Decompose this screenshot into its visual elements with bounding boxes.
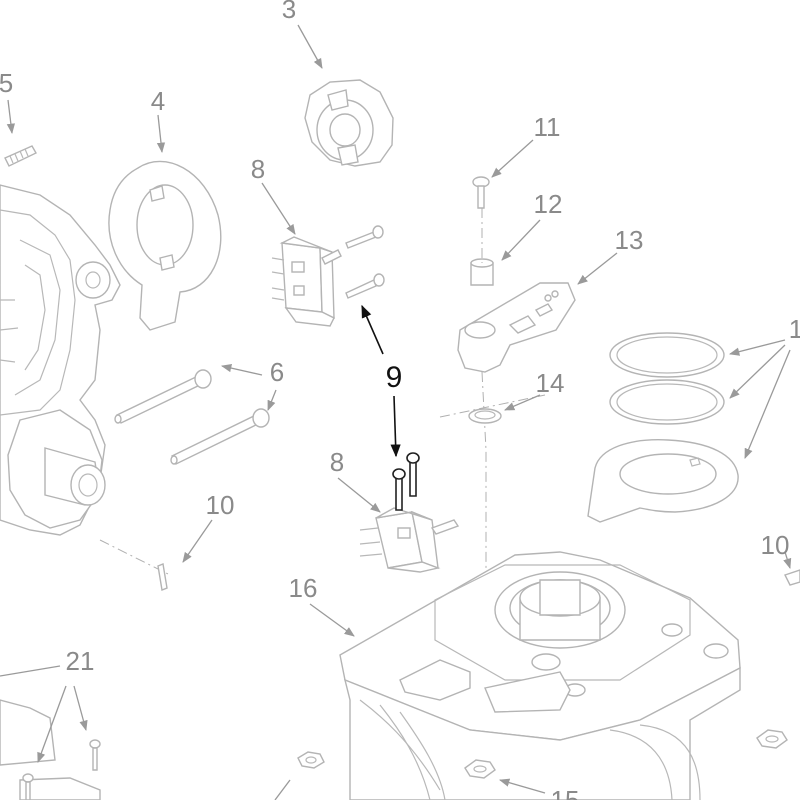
- gearbox-base-16: [339, 551, 741, 800]
- bracket-21: [0, 699, 101, 800]
- callout-12: 12: [534, 189, 563, 219]
- leader-6a: [220, 363, 263, 376]
- leader-15: [499, 778, 546, 794]
- callout-1: 1: [789, 314, 800, 344]
- callout-11: 11: [534, 112, 561, 142]
- leader-6b: [267, 389, 277, 411]
- o-ring-1b: [609, 379, 725, 425]
- long-bolt-6b: [170, 408, 270, 465]
- leader-21a: [0, 665, 61, 677]
- leader-4: [156, 114, 166, 154]
- leader-10-right: [783, 551, 792, 569]
- callout-15: 15: [551, 785, 580, 800]
- flange-plate-1c: [587, 439, 739, 523]
- callout-5: 5: [0, 68, 13, 98]
- dowel-pin-10-right: [784, 569, 800, 586]
- leader-21c: [73, 685, 88, 732]
- leader-9-down: [390, 395, 401, 458]
- hex-nut-left: [297, 751, 325, 769]
- long-bolt-6a: [114, 369, 212, 424]
- leader-12: [501, 219, 541, 261]
- hex-nut-center: [464, 759, 496, 779]
- leader-13: [577, 252, 618, 285]
- callout-10-left: 10: [206, 490, 235, 520]
- screw-11: [472, 176, 490, 209]
- leader-5: [6, 99, 16, 135]
- leader-8-top: [261, 182, 296, 235]
- leader-16: [309, 603, 355, 637]
- leader-10-left: [182, 519, 213, 563]
- callout-16: 16: [289, 573, 318, 603]
- leader-3: [297, 24, 323, 69]
- callout-4: 4: [151, 86, 165, 116]
- micro-switch-8-top: [271, 236, 342, 327]
- lever-arm-13: [457, 208, 576, 800]
- leader-11: [491, 139, 534, 178]
- leader-bottom-left: [274, 779, 291, 800]
- callout-6: 6: [270, 357, 284, 387]
- o-ring-1a: [609, 332, 725, 378]
- callout-14: 14: [536, 368, 565, 398]
- leader-1c: [744, 349, 791, 459]
- leader-21b: [37, 685, 67, 763]
- callout-13: 13: [615, 225, 644, 255]
- washer-14: [439, 394, 546, 424]
- coupling-3: [304, 79, 394, 167]
- screws-9-highlighted: [392, 452, 420, 511]
- leader-9-up: [361, 304, 384, 355]
- micro-switch-8-mid: [359, 507, 460, 573]
- leader-1a: [728, 339, 786, 356]
- leader-8-mid: [337, 477, 381, 513]
- callout-9-highlighted: 9: [386, 361, 403, 394]
- gasket-plate-4: [108, 160, 222, 331]
- leader-lines: [0, 24, 792, 800]
- bushing-12: [470, 258, 494, 286]
- callout-8-mid: 8: [330, 447, 344, 477]
- screws-9-top-pair: [345, 225, 385, 299]
- callout-3: 3: [282, 0, 296, 24]
- dowel-pin-10-left: [157, 563, 168, 591]
- leader-14: [504, 394, 541, 411]
- hex-nut-right: [756, 729, 788, 749]
- callout-21: 21: [66, 646, 95, 676]
- callout-10-right: 10: [761, 530, 790, 560]
- leader-1b: [729, 344, 786, 399]
- set-screw-5: [4, 145, 37, 167]
- callout-8-top: 8: [251, 154, 265, 184]
